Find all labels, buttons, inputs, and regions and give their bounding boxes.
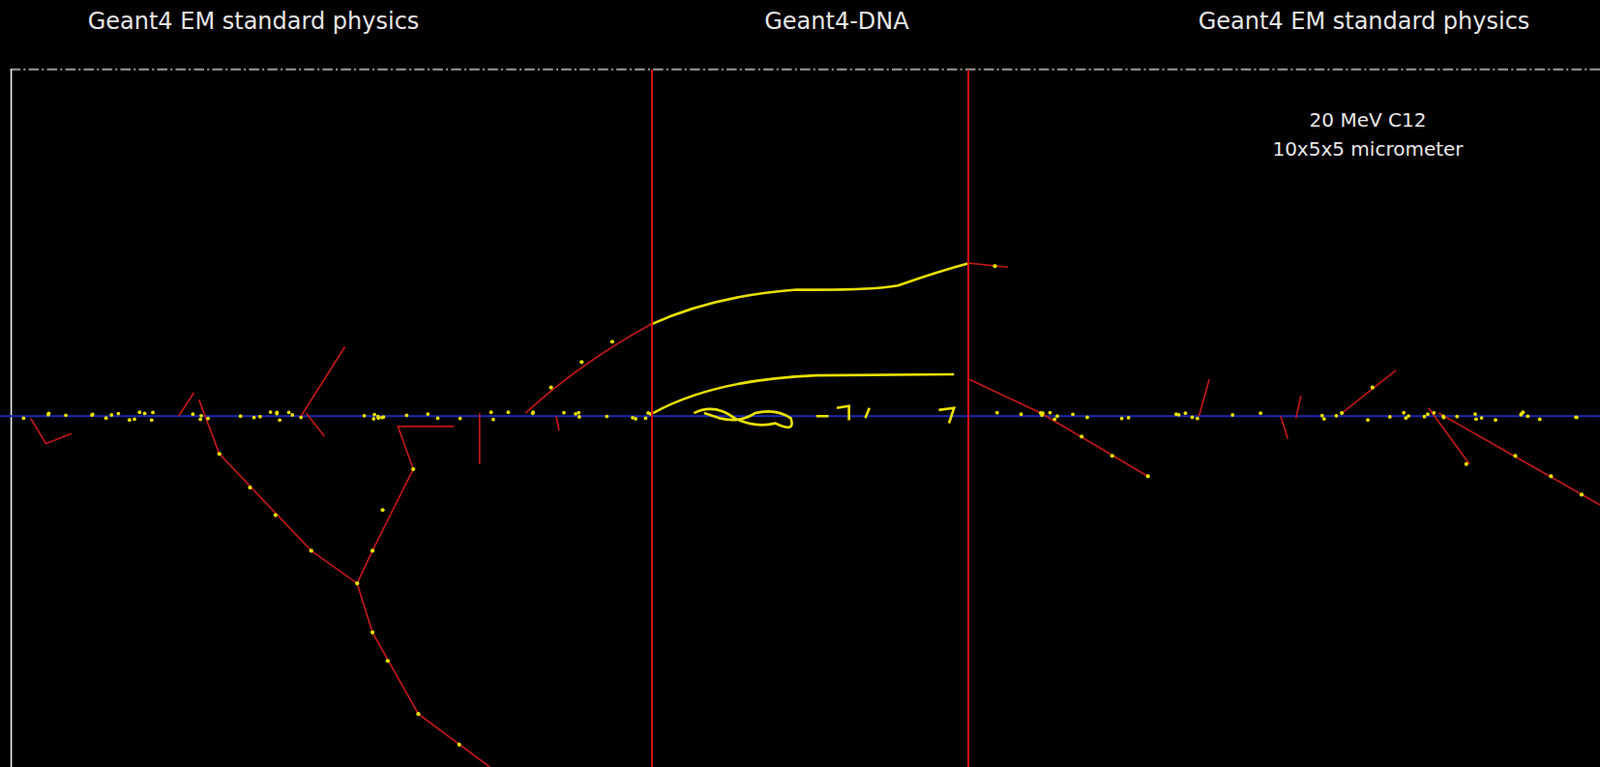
annotation-label: 20 MeV C12 <box>1309 108 1427 132</box>
physics-region: Geant4 EM standard physics <box>10 69 652 767</box>
dna-tracks <box>651 263 970 428</box>
secondary-tracks <box>30 263 1600 767</box>
primary-beam <box>0 414 1600 417</box>
region-heading: Geant4-DNA <box>764 7 909 35</box>
region-heading: Geant4 EM standard physics <box>88 7 420 35</box>
frame-left <box>10 69 13 767</box>
physics-region: Geant4 EM standard physics <box>969 69 1600 767</box>
step-points <box>21 264 1584 747</box>
physics-region: Geant4-DNA <box>651 69 970 767</box>
region-heading: Geant4 EM standard physics <box>1198 7 1531 35</box>
annotation-label: 10x5x5 micrometer <box>1272 137 1463 161</box>
